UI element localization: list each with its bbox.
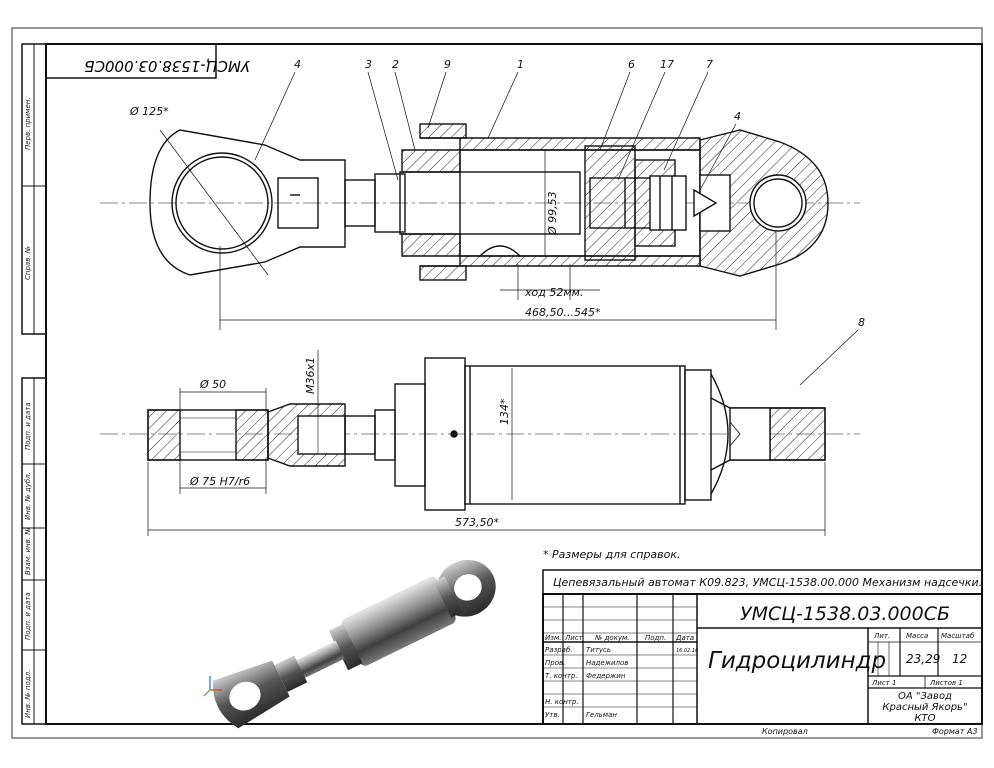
razrab-role: Разраб. xyxy=(545,646,573,654)
label-perv-primen: Перв. примен. xyxy=(24,97,32,150)
callout-4b: 4 xyxy=(734,110,741,123)
massa-label: Масса xyxy=(906,632,928,640)
footer-copied: Копировал xyxy=(762,727,808,736)
note-reference: * Размеры для справок. xyxy=(543,548,681,561)
utv-role: Утв. xyxy=(545,711,560,719)
dim-d75: Ø 75 H7/r6 xyxy=(189,475,250,488)
label-podp-data-2: Подп. и дата xyxy=(24,592,32,640)
lit-label: Лит. xyxy=(873,632,890,640)
dim-len-top: 468,50...545* xyxy=(525,306,601,319)
label-podp-data-1: Подп. и дата xyxy=(24,402,32,450)
list-label: Лист 1 xyxy=(871,679,896,687)
left-margin-strip xyxy=(21,43,47,725)
razrab-date: 16.02.16 xyxy=(676,648,698,654)
prov-name: Надежилов xyxy=(586,659,628,667)
org-line-3: КТО xyxy=(914,713,935,724)
callout-9: 9 xyxy=(444,58,451,71)
exterior-view xyxy=(100,357,860,511)
callout-6: 6 xyxy=(628,58,635,71)
title-block xyxy=(542,569,983,725)
callout-17: 17 xyxy=(660,58,674,71)
dim-d50: Ø 50 xyxy=(199,378,226,391)
label-inv-dubl: Инв. № дубл. xyxy=(24,472,32,520)
hdr-list: Лист xyxy=(564,634,584,642)
section-view xyxy=(100,123,860,281)
callout-1: 1 xyxy=(517,58,524,71)
label-inv-podl: Инв. № подл. xyxy=(24,670,32,718)
dim-m36: M36х1 xyxy=(304,357,317,394)
hdr-podp: Подп. xyxy=(645,634,666,642)
hdr-data: Дата xyxy=(675,634,694,642)
razrab-name: Титусь xyxy=(586,646,611,654)
callout-8: 8 xyxy=(858,316,865,329)
hdr-izm: Изм. xyxy=(545,634,561,642)
callout-4: 4 xyxy=(294,58,301,71)
masshtab-label: Масштаб xyxy=(941,632,975,640)
callout-2: 2 xyxy=(392,58,399,71)
org-line-1: ОА "Завод xyxy=(898,691,952,702)
dim-d134: 134* xyxy=(498,398,511,425)
massa-value: 23,29 xyxy=(906,652,940,666)
dim-len-bottom: 573,50* xyxy=(455,516,499,529)
dim-d99: Ø 99,53 xyxy=(546,191,559,236)
label-vzam-inv: Взам. инв. № xyxy=(24,527,32,575)
drawing-name: Гидроцилиндр xyxy=(708,648,886,674)
footer-format: Формат А3 xyxy=(932,727,978,736)
utv-name: Гельман xyxy=(586,711,617,719)
dim-d125: Ø 125* xyxy=(129,105,169,118)
parent-assembly: Цепевязальный автомат К09.823, УМСЦ-1538… xyxy=(553,576,982,589)
callout-7: 7 xyxy=(706,58,713,71)
tkontr-role: Т. контр. xyxy=(545,672,578,680)
mirror-code: УМСЦ-1538.03.000СБ xyxy=(84,57,250,75)
listov-label: Листов 1 xyxy=(929,679,963,687)
org-line-2: Красный Якорь" xyxy=(882,702,967,713)
render-3d xyxy=(203,559,506,729)
nkontr-role: Н. контр. xyxy=(545,698,579,706)
tkontr-name: Федержин xyxy=(586,672,626,680)
masshtab-value: 12 xyxy=(952,652,967,666)
drawing-code: УМСЦ-1538.03.000СБ xyxy=(740,603,950,625)
label-sprav-no: Справ. № xyxy=(24,246,32,280)
prov-role: Пров. xyxy=(545,659,565,667)
dim-stroke: ход 52мм. xyxy=(524,286,583,299)
hdr-docum: № докум. xyxy=(594,634,630,642)
callout-3: 3 xyxy=(365,58,372,71)
